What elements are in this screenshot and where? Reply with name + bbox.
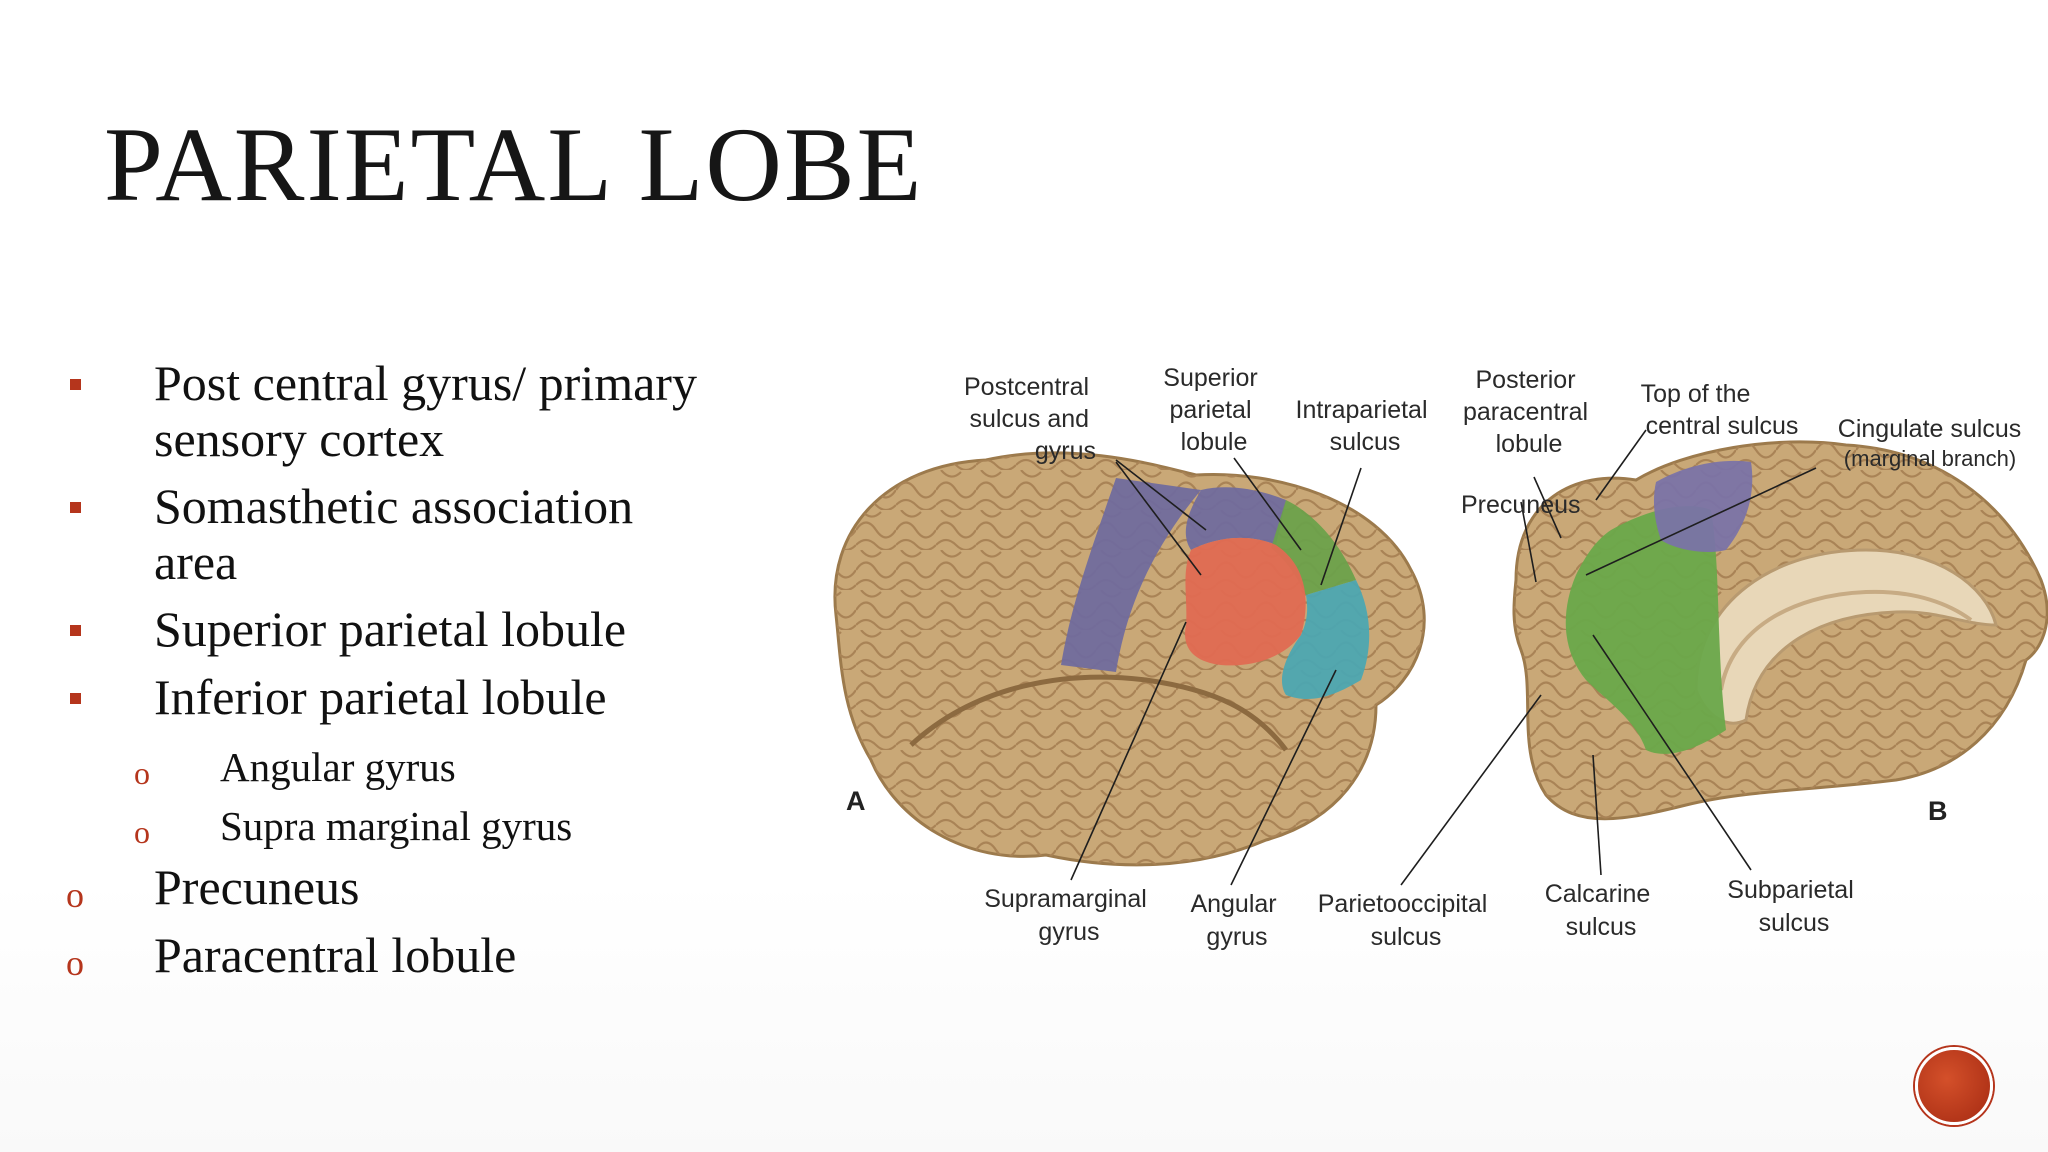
square-bullet-icon (70, 379, 81, 390)
brain-figure: A B (833, 364, 2048, 951)
label-top-central: Top of the central sulcus (1641, 380, 1799, 440)
slide-title: PARIETAL LOBE (104, 106, 924, 223)
postcentral-region (1061, 478, 1201, 672)
label-subparietal: Subparietal sulcus (1727, 876, 1860, 937)
label-postcentral: Postcentral sulcus and gyrus (964, 373, 1096, 465)
supramarginal-region (1185, 537, 1306, 666)
circle-bullet-icon: o (66, 943, 84, 983)
lateral-sulcus (909, 674, 1288, 752)
lateral-brain-view: A (833, 451, 1426, 867)
slide-nav-button[interactable] (1915, 1047, 1993, 1125)
superior-parietal-region (1271, 500, 1356, 595)
label-superior-parietal: Superior parietal lobule (1163, 364, 1264, 456)
bullet-text: Precuneus (154, 859, 360, 915)
label-calcarine: Calcarine sulcus (1545, 880, 1658, 941)
bullet-text: Inferior parietal lobule (154, 669, 607, 725)
figure-labels: Postcentral sulcus and gyrus Superior pa… (964, 364, 2028, 951)
square-bullet-icon (70, 502, 81, 513)
circle-bullet-icon: o (134, 814, 150, 850)
label-posterior-paracentral: Posterior paracentral lobule (1463, 366, 1595, 458)
bullet-text: Post central gyrus/ primary (154, 355, 697, 411)
paracentral-region (1653, 460, 1753, 552)
bullet-text: sensory cortex (154, 411, 445, 467)
square-bullet-icon (70, 625, 81, 636)
label-supramarginal: Supramarginal gyrus (984, 885, 1154, 946)
medial-brain-view: B (1512, 440, 2048, 826)
bullet-text: Paracentral lobule (154, 927, 517, 983)
sub-bullet-text: Angular gyrus (220, 744, 456, 790)
circle-bullet-icon: o (134, 755, 150, 791)
precuneus-region (1565, 506, 1726, 754)
label-angular: Angular gyrus (1190, 890, 1283, 951)
square-bullet-icon (70, 693, 81, 704)
angular-region (1281, 580, 1370, 700)
superior-parietal-purple-region (1185, 487, 1286, 550)
corpus-callosum (1694, 548, 1998, 725)
panel-a-letter: A (846, 786, 866, 816)
circle-bullet-icon: o (66, 875, 84, 915)
sub-bullet-text: Supra marginal gyrus (220, 803, 573, 849)
label-parietooccipital: Parietooccipital sulcus (1318, 890, 1494, 951)
bullet-text: Superior parietal lobule (154, 601, 627, 657)
leader-lines (1070, 429, 1817, 886)
label-cingulate: Cingulate sulcus (marginal branch) (1838, 415, 2028, 471)
label-precuneus: Precuneus (1461, 491, 1581, 519)
callosal-contour (1719, 589, 1973, 691)
label-intraparietal: Intraparietal sulcus (1296, 396, 1435, 456)
bullet-text: Somasthetic association (154, 478, 634, 534)
panel-b-letter: B (1928, 796, 1948, 826)
bullet-text: area (154, 534, 238, 590)
slide-background-fade (0, 880, 2048, 1152)
